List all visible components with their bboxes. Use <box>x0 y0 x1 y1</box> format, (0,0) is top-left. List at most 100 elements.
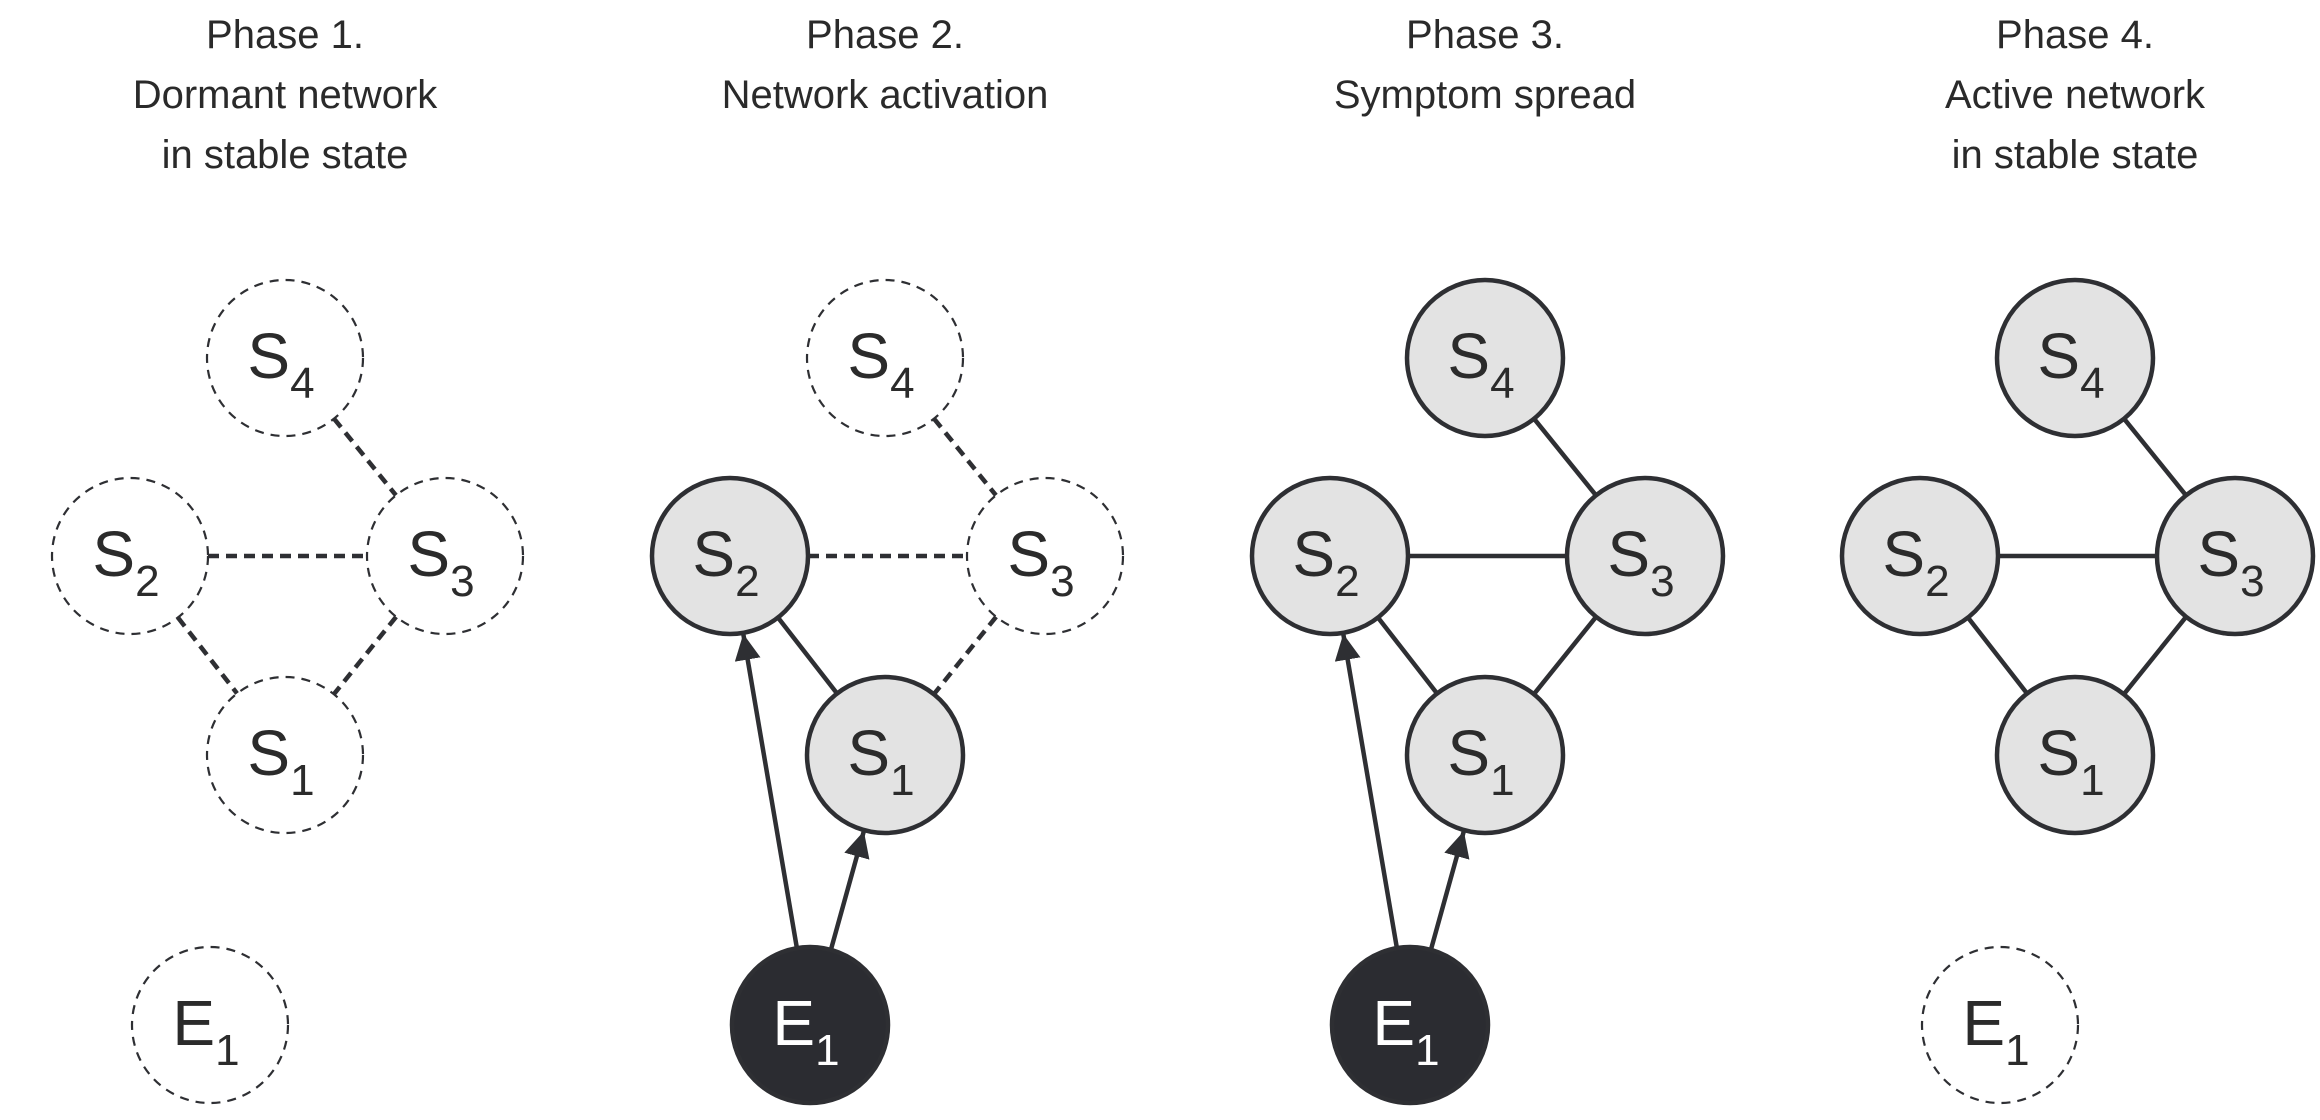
node-label: S2 <box>692 518 759 606</box>
edge-s2-s1 <box>176 616 239 695</box>
node-subscript: 3 <box>1050 557 1074 606</box>
node-subscript: 1 <box>215 1026 239 1075</box>
panel-title-line: Active network <box>1945 73 2206 117</box>
node-s3: S3 <box>965 476 1125 636</box>
node-e1: E1 <box>1920 945 2080 1105</box>
node-label: S3 <box>407 518 474 606</box>
node-label: S4 <box>247 320 314 408</box>
panel-title-line: Dormant network <box>133 73 439 117</box>
node-subscript: 4 <box>290 359 314 408</box>
edge-s2-s1 <box>1376 616 1439 695</box>
edge-s3-s1 <box>332 615 398 696</box>
node-letter: E <box>772 987 815 1059</box>
node-s3: S3 <box>365 476 525 636</box>
panel-title-line: in stable state <box>1952 133 2199 177</box>
node-label: S4 <box>847 320 914 408</box>
edge-s3-s1 <box>932 615 998 696</box>
node-s1: S1 <box>205 675 365 835</box>
node-s4: S4 <box>205 278 365 438</box>
panel-title-line: Phase 3. <box>1406 13 1564 57</box>
edges <box>176 417 398 696</box>
node-s4: S4 <box>1994 277 2156 439</box>
node-subscript: 2 <box>1925 557 1949 606</box>
node-letter: S <box>1007 518 1050 590</box>
node-circle <box>1994 277 2156 439</box>
node-circle <box>130 945 290 1105</box>
edge-s3-s1 <box>1532 615 1598 696</box>
edge-e1-s2-arrow <box>1334 633 1400 953</box>
node-s4: S4 <box>1404 277 1566 439</box>
node-subscript: 2 <box>1335 557 1359 606</box>
node-circle <box>1839 475 2001 637</box>
node-letter: S <box>847 717 890 789</box>
node-circle <box>365 476 525 636</box>
node-letter: S <box>247 320 290 392</box>
node-subscript: 3 <box>1650 557 1674 606</box>
edge-s4-s3 <box>332 417 398 497</box>
edges <box>734 417 998 955</box>
node-label: S1 <box>847 717 914 805</box>
node-letter: S <box>1447 717 1490 789</box>
node-label: S1 <box>2037 717 2104 805</box>
edge-s2-s1 <box>776 616 839 695</box>
node-letter: S <box>1447 320 1490 392</box>
node-letter: E <box>1962 987 2005 1059</box>
node-subscript: 4 <box>2080 359 2104 408</box>
node-label: S1 <box>1447 717 1514 805</box>
node-label: S3 <box>1607 518 1674 606</box>
node-subscript: 3 <box>2240 557 2264 606</box>
node-letter: S <box>692 518 735 590</box>
node-s4: S4 <box>805 278 965 438</box>
node-subscript: 2 <box>135 557 159 606</box>
node-label: S1 <box>247 717 314 805</box>
node-label: E1 <box>172 987 239 1075</box>
node-label: S2 <box>1292 518 1359 606</box>
node-letter: S <box>2037 717 2080 789</box>
node-subscript: 1 <box>890 756 914 805</box>
node-s2: S2 <box>649 475 811 637</box>
edges <box>1334 417 1598 955</box>
node-circle <box>205 675 365 835</box>
edge-s4-s3 <box>1532 417 1598 497</box>
edge-s3-s1 <box>2122 615 2188 696</box>
edge-e1-s1-arrow <box>827 830 870 955</box>
node-label: E1 <box>1372 987 1439 1075</box>
node-s2: S2 <box>50 476 210 636</box>
node-letter: S <box>1292 518 1335 590</box>
node-letter: S <box>247 717 290 789</box>
node-circle <box>2154 475 2316 637</box>
node-s1: S1 <box>1994 674 2156 836</box>
edges <box>1966 417 2188 696</box>
edge-e1-s2-arrow <box>734 633 800 953</box>
node-letter: S <box>92 518 135 590</box>
node-circle <box>804 674 966 836</box>
node-circle <box>1994 674 2156 836</box>
panel-title-line: in stable state <box>162 133 409 177</box>
node-label: E1 <box>772 987 839 1075</box>
node-circle <box>1404 277 1566 439</box>
node-circle <box>965 476 1125 636</box>
node-label: S2 <box>1882 518 1949 606</box>
node-label: S3 <box>1007 518 1074 606</box>
node-subscript: 1 <box>815 1026 839 1075</box>
node-subscript: 1 <box>2080 756 2104 805</box>
node-e1: E1 <box>1329 944 1491 1106</box>
node-e1: E1 <box>130 945 290 1105</box>
node-s2: S2 <box>1839 475 2001 637</box>
node-circle <box>1249 475 1411 637</box>
node-e1: E1 <box>729 944 891 1106</box>
node-subscript: 1 <box>290 756 314 805</box>
node-letter: S <box>2197 518 2240 590</box>
node-letter: S <box>2037 320 2080 392</box>
node-circle <box>649 475 811 637</box>
panel-title: Phase 2.Network activation <box>722 13 1049 117</box>
node-letter: S <box>847 320 890 392</box>
node-circle <box>205 278 365 438</box>
edge-s4-s3 <box>2122 417 2188 497</box>
panel-title-line: Phase 2. <box>806 13 964 57</box>
node-subscript: 4 <box>1490 359 1514 408</box>
node-letter: E <box>172 987 215 1059</box>
